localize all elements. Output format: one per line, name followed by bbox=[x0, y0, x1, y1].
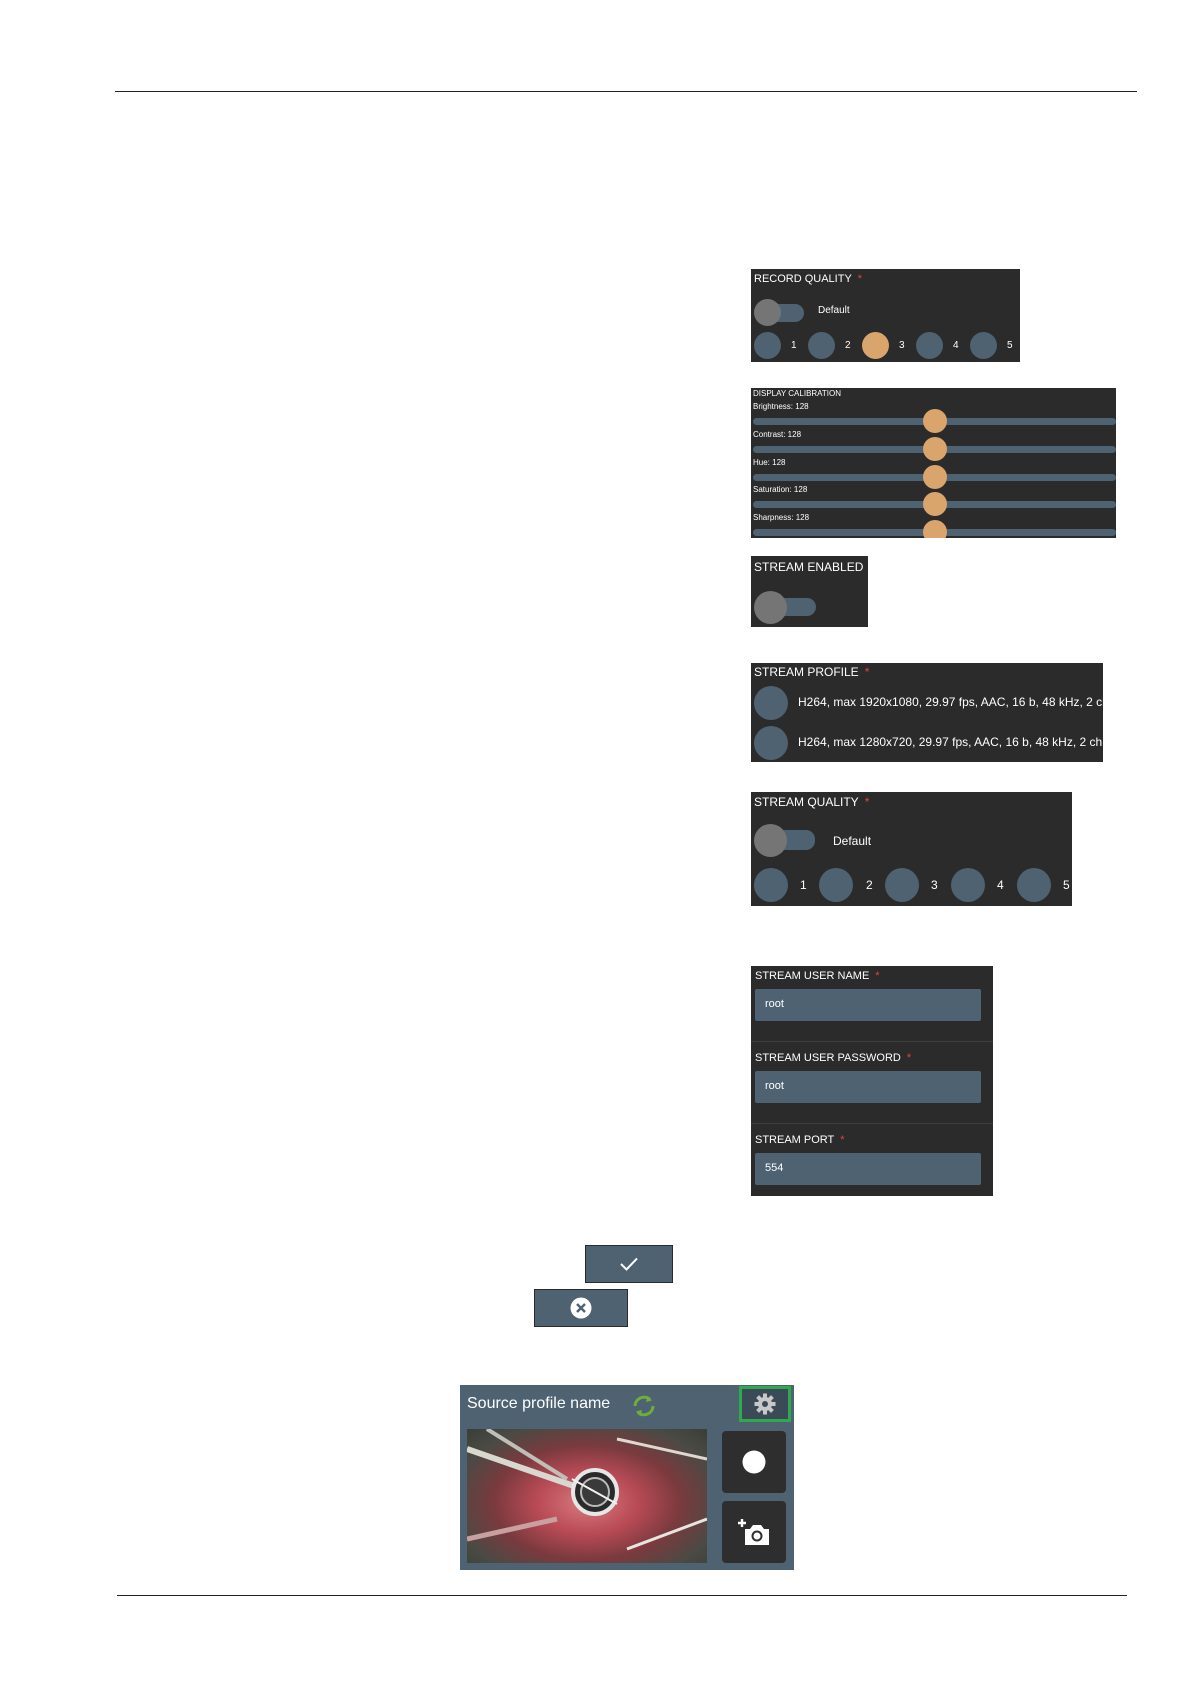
radio-label-3: 3 bbox=[931, 878, 938, 892]
record-quality-radio-5[interactable] bbox=[970, 332, 997, 359]
contrast-slider-thumb[interactable] bbox=[923, 437, 947, 461]
record-quality-radio-1[interactable] bbox=[754, 332, 781, 359]
source-profile-name: Source profile name bbox=[467, 1395, 611, 1412]
stream-quality-radio-1[interactable] bbox=[754, 868, 788, 902]
radio-label-5: 5 bbox=[1007, 340, 1013, 351]
saturation-slider-thumb[interactable] bbox=[923, 492, 947, 516]
radio-label-2: 2 bbox=[845, 340, 851, 351]
toggle-knob bbox=[754, 591, 787, 624]
record-quality-panel: RECORD QUALITY* Default 1 2 3 4 5 bbox=[751, 269, 1020, 362]
record-quality-default-label: Default bbox=[818, 305, 850, 316]
stream-profile-panel: STREAM PROFILE* H264, max 1920x1080, 29.… bbox=[751, 663, 1109, 762]
saturation-label: Saturation: 128 bbox=[753, 485, 808, 494]
record-quality-title: RECORD QUALITY* bbox=[754, 273, 863, 285]
toggle-knob bbox=[754, 299, 781, 326]
divider bbox=[751, 1041, 993, 1042]
gear-icon bbox=[754, 1393, 776, 1415]
stream-enabled-title: STREAM ENABLED bbox=[754, 560, 864, 574]
stream-user-password-input[interactable]: root bbox=[755, 1071, 981, 1103]
stream-user-password-label: STREAM USER PASSWORD* bbox=[755, 1052, 912, 1064]
stream-user-name-input[interactable]: root bbox=[755, 989, 981, 1021]
sharpness-label: Sharpness: 128 bbox=[753, 513, 810, 522]
radio-label-4: 4 bbox=[953, 340, 959, 351]
stream-credentials-panel: STREAM USER NAME* root STREAM USER PASSW… bbox=[751, 966, 993, 1196]
confirm-button[interactable] bbox=[585, 1245, 673, 1283]
hue-label: Hue: 128 bbox=[753, 458, 786, 467]
hue-slider-thumb[interactable] bbox=[923, 465, 947, 489]
record-quality-radio-3-selected[interactable] bbox=[862, 332, 889, 359]
radio-label-2: 2 bbox=[866, 878, 873, 892]
close-circle-icon bbox=[570, 1297, 592, 1319]
stream-profile-radio-720[interactable] bbox=[754, 726, 788, 760]
display-calibration-panel: DISPLAY CALIBRATION Brightness: 128 Cont… bbox=[751, 388, 1116, 538]
stream-port-input[interactable]: 554 bbox=[755, 1153, 981, 1185]
stream-profile-option-1080: H264, max 1920x1080, 29.97 fps, AAC, 16 … bbox=[798, 695, 1109, 709]
display-calibration-title: DISPLAY CALIBRATION bbox=[753, 389, 842, 398]
add-camera-icon bbox=[738, 1519, 769, 1545]
contrast-label: Contrast: 128 bbox=[753, 430, 802, 439]
stream-port-label: STREAM PORT* bbox=[755, 1134, 845, 1146]
divider bbox=[751, 1123, 993, 1124]
stream-quality-radio-4[interactable] bbox=[951, 868, 985, 902]
stream-profile-title: STREAM PROFILE* bbox=[754, 665, 870, 679]
stream-profile-option-720: H264, max 1280x720, 29.97 fps, AAC, 16 b… bbox=[798, 735, 1103, 749]
stream-profile-radio-1080[interactable] bbox=[754, 686, 788, 720]
radio-label-3: 3 bbox=[899, 340, 905, 351]
record-button[interactable] bbox=[722, 1431, 786, 1493]
record-quality-radio-4[interactable] bbox=[916, 332, 943, 359]
record-quality-radio-2[interactable] bbox=[808, 332, 835, 359]
stream-quality-title: STREAM QUALITY* bbox=[754, 795, 870, 809]
stream-user-name-label: STREAM USER NAME* bbox=[755, 970, 880, 982]
brightness-slider-thumb[interactable] bbox=[923, 409, 947, 433]
radio-label-1: 1 bbox=[791, 340, 797, 351]
cancel-button[interactable] bbox=[534, 1289, 628, 1327]
record-icon bbox=[742, 1450, 766, 1474]
header-rule bbox=[115, 91, 1137, 92]
source-card: Source profile name bbox=[460, 1385, 794, 1570]
stream-quality-radio-3[interactable] bbox=[885, 868, 919, 902]
radio-label-1: 1 bbox=[800, 878, 807, 892]
video-preview bbox=[467, 1429, 707, 1563]
toggle-knob bbox=[754, 824, 787, 857]
snapshot-button[interactable] bbox=[722, 1501, 786, 1563]
stream-enabled-panel: STREAM ENABLED bbox=[751, 556, 868, 627]
radio-label-4: 4 bbox=[997, 878, 1004, 892]
stream-quality-radio-2[interactable] bbox=[819, 868, 853, 902]
sharpness-slider-thumb[interactable] bbox=[923, 520, 947, 538]
brightness-label: Brightness: 128 bbox=[753, 402, 809, 411]
surgical-image bbox=[467, 1429, 707, 1551]
check-icon bbox=[620, 1257, 638, 1271]
settings-button-highlight[interactable] bbox=[739, 1386, 791, 1422]
radio-label-5: 5 bbox=[1063, 878, 1070, 892]
stream-quality-default-label: Default bbox=[833, 834, 872, 848]
refresh-icon[interactable] bbox=[630, 1392, 658, 1420]
footer-rule bbox=[117, 1595, 1127, 1596]
stream-quality-radio-5[interactable] bbox=[1017, 868, 1051, 902]
stream-quality-panel: STREAM QUALITY* Default 1 2 3 4 5 bbox=[751, 792, 1072, 906]
